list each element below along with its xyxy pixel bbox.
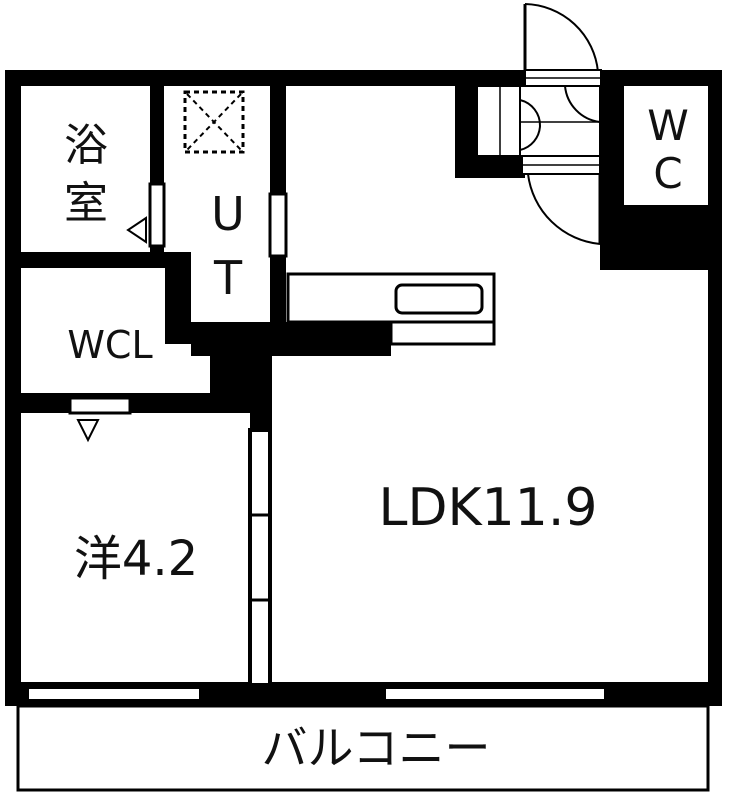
wall-entry-bottom (455, 156, 525, 178)
wcl-sliding-door[interactable] (68, 396, 132, 415)
bath-label-line2: 室 (64, 178, 108, 229)
bath-label-line1: 浴 (64, 120, 108, 171)
balcony-outline (16, 704, 710, 792)
wall-entry-left (455, 86, 477, 176)
western-room-label: 洋4.2 (74, 531, 198, 587)
bath-door-arrow-icon (126, 216, 147, 244)
vent-fan-icon (183, 90, 245, 154)
balcony (16, 704, 710, 792)
window-left[interactable] (27, 687, 201, 701)
utility-label-line2: T (213, 251, 243, 305)
wall-right (708, 70, 722, 690)
wall-partition-top (250, 330, 272, 440)
wall-bath-bottom (21, 252, 186, 268)
bath-sliding-door[interactable] (148, 182, 166, 248)
wall-top-left (5, 70, 525, 86)
wall-ut-bottom (165, 252, 191, 344)
wcl-door-arrow-icon (76, 419, 100, 443)
ldk-label: LDK11.9 (379, 478, 598, 538)
ut-sliding-door[interactable] (268, 192, 288, 258)
room-labels: 浴 室 U T W C WCL 洋4.2 LDK11.9 バルコニー (64, 101, 689, 775)
utility-label-line1: U (211, 187, 245, 241)
wall-left (5, 70, 21, 690)
kitchen-counter (286, 272, 496, 346)
entrance-door[interactable] (476, 3, 602, 245)
doors (68, 182, 288, 443)
kitchen-sink (394, 283, 484, 315)
wall-wc-bottom (600, 205, 720, 270)
wall-partition (248, 428, 272, 687)
interior-walls (21, 70, 720, 687)
toilet-label-line2: C (653, 149, 682, 198)
toilet-label-line1: W (647, 101, 689, 150)
balcony-label: バルコニー (261, 721, 490, 775)
closet-label: WCL (67, 323, 152, 367)
window-right[interactable] (384, 687, 606, 701)
wall-top-right (600, 70, 720, 86)
balcony-windows (27, 687, 606, 701)
